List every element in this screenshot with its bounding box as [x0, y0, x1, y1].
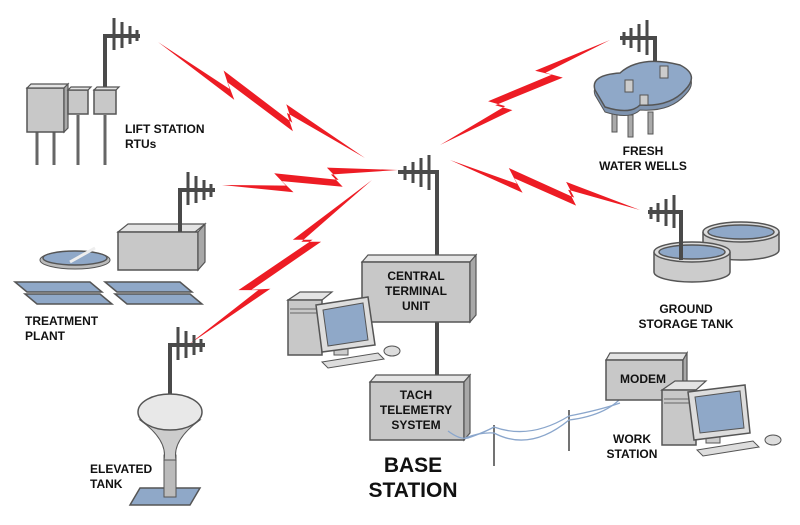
label-line: STATION: [607, 447, 658, 461]
label-line: GROUND: [659, 302, 713, 316]
telephone-line: [447, 391, 627, 466]
radio-link-bolt: [158, 42, 365, 158]
label-line: SYSTEM: [391, 418, 440, 432]
label-line: TREATMENT: [25, 314, 99, 328]
radio-link-bolt: [450, 160, 640, 210]
label-line: ELEVATED: [90, 462, 153, 476]
workstation-computer: [660, 380, 782, 457]
modem: MODEM: [604, 350, 689, 403]
label-line: FRESH: [623, 144, 664, 158]
label-line: STATION: [368, 479, 457, 502]
label-line: STORAGE TANK: [639, 317, 734, 331]
desktop-computer: [286, 291, 401, 369]
radio-link-bolt: [188, 180, 372, 345]
label-line: TACH: [400, 388, 432, 402]
label-line: TANK: [90, 477, 123, 491]
label-line: UNIT: [402, 299, 431, 313]
label-line: BASE: [384, 454, 442, 477]
label-line: LIFT STATION: [125, 122, 205, 136]
modem-label: MODEM: [620, 372, 666, 386]
radio-link-bolt: [222, 167, 398, 193]
label-line: TELEMETRY: [380, 403, 452, 417]
label-line: TERMINAL: [385, 284, 447, 298]
label-line: CENTRAL: [387, 269, 444, 283]
radio-links: [158, 40, 640, 345]
label-line: WORK: [613, 432, 651, 446]
label-line: WATER WELLS: [599, 159, 687, 173]
label-line: PLANT: [25, 329, 66, 343]
label-line: RTUs: [125, 137, 157, 151]
radio-link-bolt: [440, 40, 610, 145]
